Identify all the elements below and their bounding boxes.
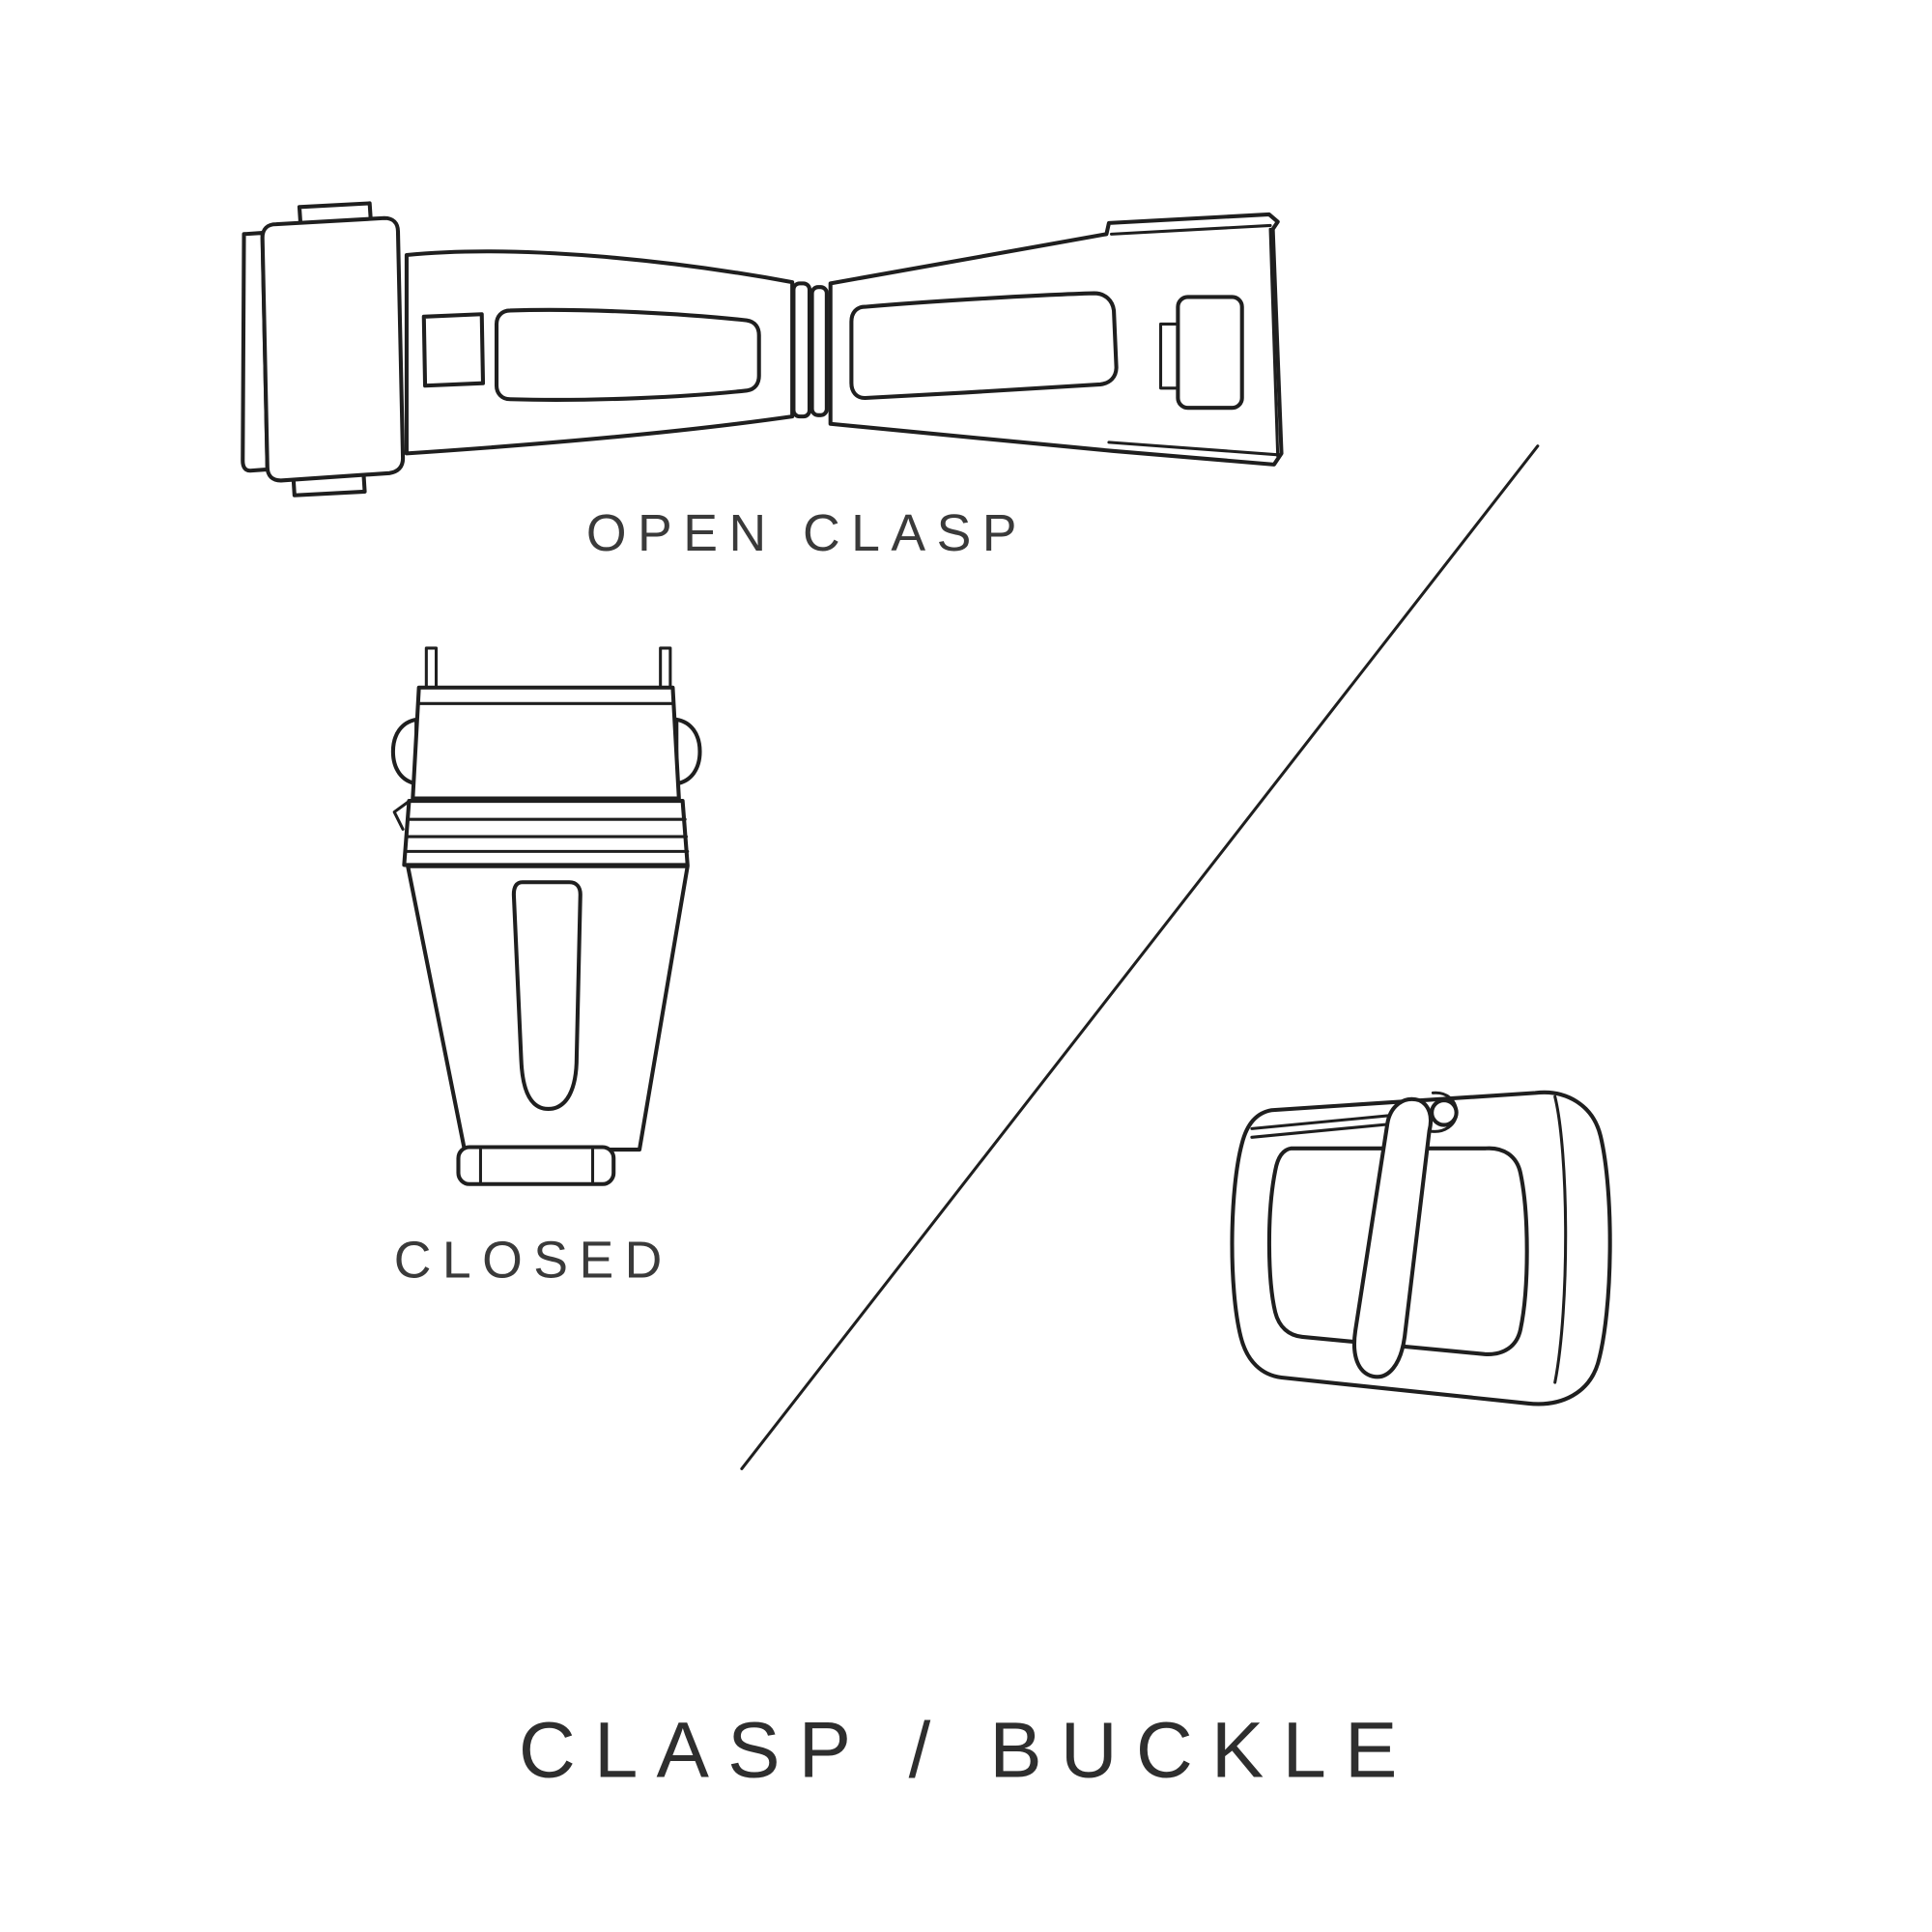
diagonal-divider-line (740, 444, 1540, 1470)
open-clasp-label: OPEN CLASP (586, 505, 1028, 562)
closed-clasp-illustration (390, 646, 702, 1186)
diagram-title: CLASP / BUCKLE (519, 1706, 1416, 1794)
open-clasp-illustration (241, 201, 1284, 497)
pin-buckle-illustration (1230, 1090, 1612, 1406)
closed-label: CLOSED (394, 1233, 673, 1290)
